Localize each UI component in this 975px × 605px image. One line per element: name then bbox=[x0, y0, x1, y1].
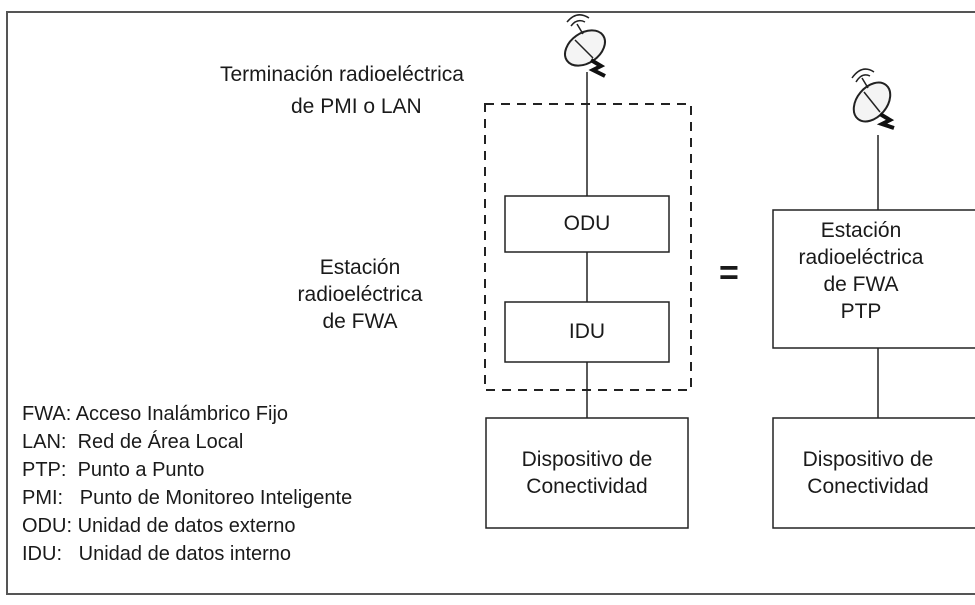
station-left-line1: Estación bbox=[319, 256, 401, 279]
legend: FWA: Acceso Inalámbrico Fijo LAN: Red de… bbox=[22, 400, 352, 568]
satellite-dish-icon bbox=[564, 14, 606, 78]
station-left-label: Estación radioeléctrica de FWA bbox=[280, 254, 440, 335]
legend-text: Unidad de datos interno bbox=[78, 543, 292, 565]
station-right-line1: Estación bbox=[820, 219, 902, 242]
device-left-box bbox=[485, 417, 689, 529]
station-right-line4: PTP bbox=[840, 300, 882, 323]
legend-abbr: PTP: bbox=[22, 459, 67, 481]
legend-abbr: ODU: bbox=[22, 515, 72, 537]
legend-item-lan: LAN: Red de Área Local bbox=[22, 428, 352, 456]
device-right-box bbox=[772, 417, 975, 529]
station-right-label: Estación radioeléctrica de FWA PTP bbox=[773, 217, 949, 325]
legend-abbr: LAN: bbox=[22, 431, 67, 453]
station-left-line3: de FWA bbox=[322, 310, 398, 333]
legend-text: Unidad de datos externo bbox=[77, 515, 296, 537]
legend-text: Punto de Monitoreo Inteligente bbox=[79, 487, 353, 509]
device-right-line2: Conectividad bbox=[807, 475, 929, 498]
device-left-line2: Conectividad bbox=[526, 475, 648, 498]
dashed-enclosure bbox=[484, 103, 692, 391]
legend-item-idu: IDU: Unidad de datos interno bbox=[22, 540, 352, 568]
odu-label: ODU bbox=[563, 212, 611, 235]
outer-frame bbox=[6, 11, 975, 595]
termination-label-line1: Terminación radioeléctrica bbox=[220, 63, 464, 86]
satellite-dish-icon bbox=[851, 68, 895, 130]
station-right-line3: de FWA bbox=[823, 273, 899, 296]
device-right-label: Dispositivo de Conectividad bbox=[773, 446, 963, 500]
legend-abbr: IDU: bbox=[22, 543, 62, 565]
station-right-box bbox=[772, 209, 975, 349]
legend-item-ptp: PTP: Punto a Punto bbox=[22, 456, 352, 484]
legend-text: Punto a Punto bbox=[77, 459, 205, 481]
station-right-line2: radioeléctrica bbox=[798, 246, 924, 269]
idu-label: IDU bbox=[568, 320, 606, 343]
odu-box bbox=[504, 195, 670, 253]
station-left-line2: radioeléctrica bbox=[297, 283, 423, 306]
legend-text: Acceso Inalámbrico Fijo bbox=[75, 403, 289, 425]
legend-text: Red de Área Local bbox=[77, 431, 244, 453]
device-left-line1: Dispositivo de bbox=[521, 448, 653, 471]
termination-label-line2: de PMI o LAN bbox=[291, 95, 422, 118]
equals-sign: = bbox=[719, 254, 739, 292]
legend-item-fwa: FWA: Acceso Inalámbrico Fijo bbox=[22, 400, 352, 428]
device-left-label: Dispositivo de Conectividad bbox=[486, 446, 688, 500]
idu-box bbox=[504, 301, 670, 363]
legend-item-odu: ODU: Unidad de datos externo bbox=[22, 512, 352, 540]
legend-abbr: PMI: bbox=[22, 487, 64, 509]
legend-item-pmi: PMI: Punto de Monitoreo Inteligente bbox=[22, 484, 352, 512]
device-right-line1: Dispositivo de bbox=[802, 448, 934, 471]
legend-abbr: FWA: bbox=[22, 403, 72, 425]
